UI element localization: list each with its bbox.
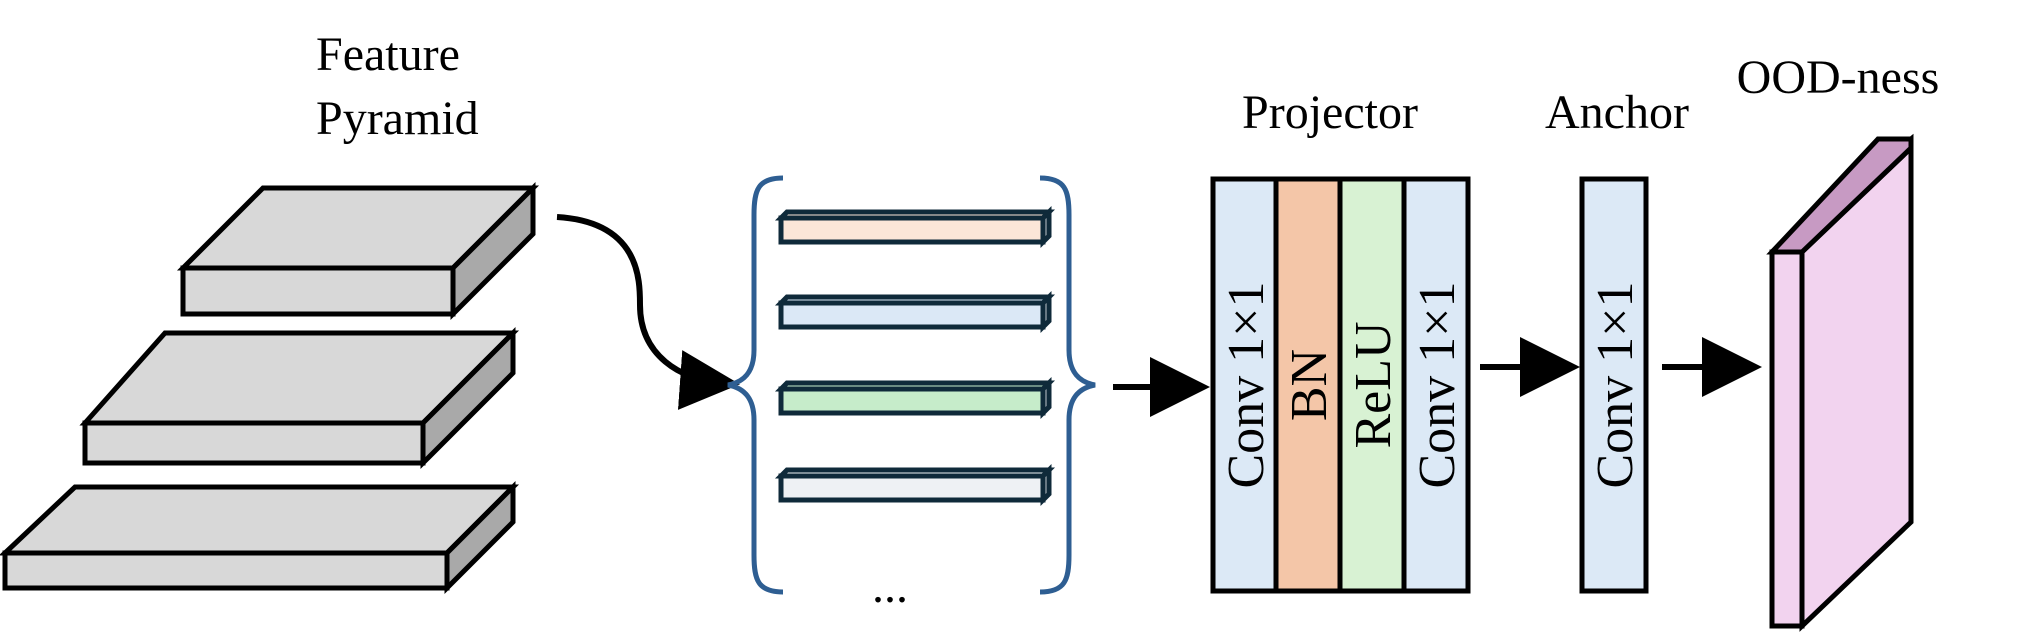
proj-conv1-layer (1210, 176, 1280, 594)
pyramid-top-front (180, 265, 456, 317)
pyramid-to-features-arrow (556, 214, 740, 410)
feature-pyramid-label-line1: Feature (316, 28, 460, 81)
pyramid-middle-front (82, 420, 426, 466)
anchor-conv-label: Conv 1×1 (1587, 281, 1644, 488)
feature-bar-1 (774, 205, 1056, 249)
pyramid-bottom-face (0, 484, 520, 556)
anchor-conv-layer (1579, 176, 1649, 594)
left-brace (727, 175, 784, 595)
feature-bar-3 (774, 376, 1056, 420)
oodness-map (1766, 133, 1914, 632)
ellipsis: ... (872, 560, 908, 613)
pyramid-bottom-front (2, 550, 450, 591)
pyramid-level-top (176, 181, 540, 321)
feature-bar-4-front (778, 473, 1046, 503)
feature-bar-2 (774, 290, 1056, 334)
projector-label: Projector (1242, 86, 1418, 139)
pyramid-level-middle (79, 326, 520, 470)
pyramid-level-bottom (0, 480, 520, 595)
proj-bn-label: BN (1281, 349, 1338, 421)
anchor-block: Conv 1×1 (1579, 176, 1649, 594)
proj-bn-layer (1273, 176, 1343, 594)
feature-bar-2-front (778, 300, 1046, 330)
feature-pyramid-label-line2: Pyramid (316, 92, 479, 145)
oodness-front-strip (1769, 249, 1805, 629)
feature-bars (774, 205, 1056, 507)
anchor-label: Anchor (1545, 86, 1689, 139)
feature-bar-3-front (778, 386, 1046, 416)
proj-relu-label: ReLU (1345, 321, 1402, 448)
proj-conv2-layer (1401, 176, 1471, 594)
feature-bar-4 (774, 463, 1056, 507)
proj-conv1-label: Conv 1×1 (1218, 281, 1275, 488)
right-brace (1039, 175, 1096, 595)
proj-conv2-label: Conv 1×1 (1409, 281, 1466, 488)
oodness-label: OOD-ness (1737, 51, 1940, 104)
feature-bar-1-front (778, 215, 1046, 245)
